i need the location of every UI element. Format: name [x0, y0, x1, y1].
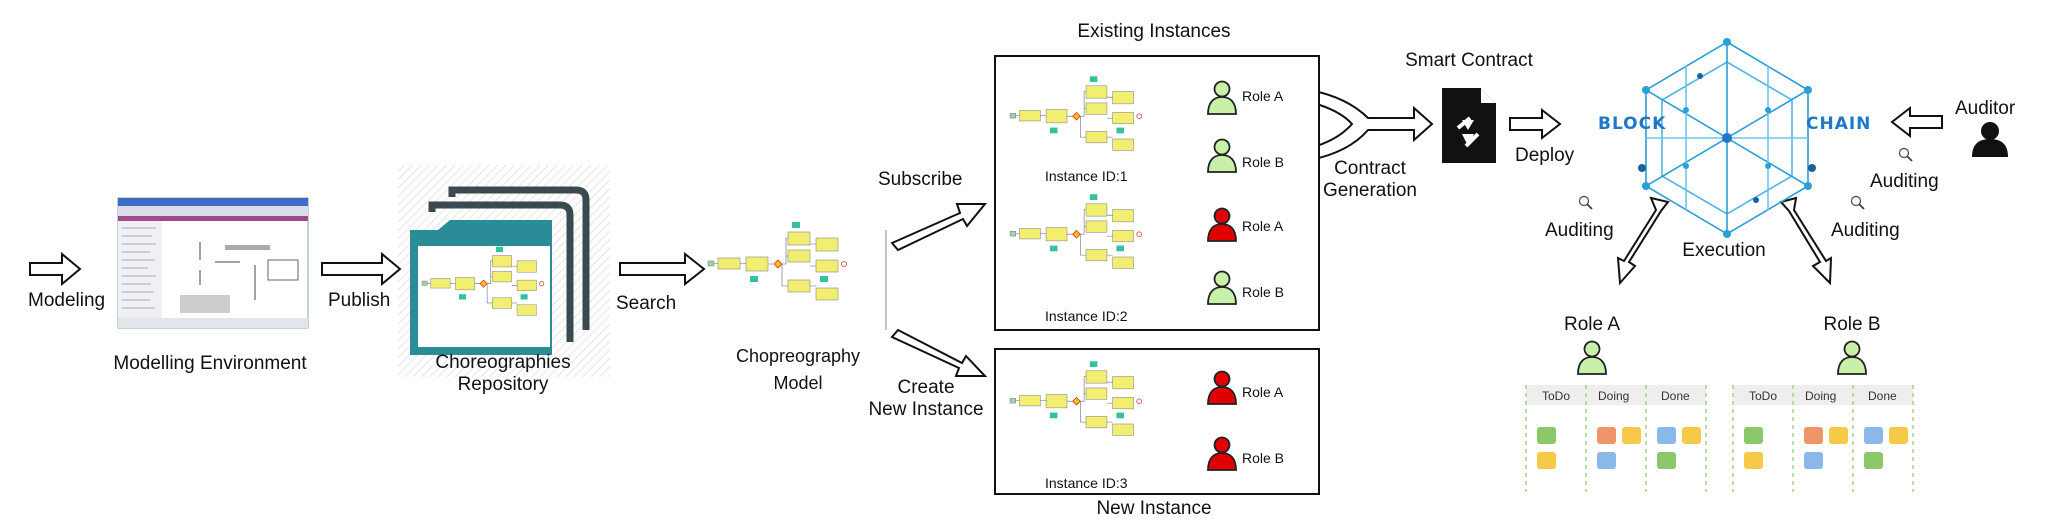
smart-contract-label: Smart Contract — [1405, 50, 1533, 71]
role-b-kanban-board — [1732, 385, 1914, 492]
instance1-role-b-label: Role B — [1242, 154, 1285, 170]
auditor-icon — [1972, 122, 2008, 157]
choreography-model-label: Chopreography Model — [735, 346, 861, 393]
modelling-environment-label: Modelling Environment — [113, 353, 307, 374]
auditor-arrow — [1890, 105, 1943, 139]
blockchain-network-icon — [1638, 38, 1816, 238]
role-b-magnifier-icon — [1850, 195, 1865, 210]
modeling-arrow — [29, 251, 82, 287]
auditor-magnifier-icon — [1898, 147, 1913, 162]
existing-instances-box — [994, 55, 1320, 331]
instance-1-id: Instance ID:1 — [1045, 168, 1128, 184]
instance-2-id: Instance ID:2 — [1045, 308, 1128, 324]
publish-label: Publish — [328, 290, 391, 311]
execution-label: Execution — [1682, 240, 1766, 261]
instance3-role-b-label: Role B — [1242, 450, 1285, 466]
contract-generation-arrow — [1309, 88, 1434, 162]
instance1-role-a-label: Role A — [1242, 88, 1284, 104]
smart-contract-icon — [1442, 88, 1496, 163]
role-a-blockchain-arrow — [1616, 196, 1670, 286]
role-a-icon — [1577, 340, 1607, 375]
role-b-col-doing: Doing — [1805, 389, 1837, 403]
instance3-role-a-label: Role A — [1242, 384, 1284, 400]
role-b-blockchain-arrow — [1779, 196, 1833, 286]
contract-generation-label: Contract Generation — [1322, 158, 1418, 201]
flow-arrows — [29, 88, 1943, 377]
deploy-label: Deploy — [1515, 145, 1575, 166]
instance2-role-a-label: Role A — [1242, 218, 1284, 234]
choreographies-repository — [398, 165, 610, 377]
role-a-col-done: Done — [1661, 389, 1690, 403]
role-a-magnifier-icon — [1578, 195, 1593, 210]
role-b-label: Role B — [1823, 314, 1881, 335]
role-a-kanban-board — [1525, 385, 1707, 492]
existing-instances-label: Existing Instances — [1077, 21, 1231, 42]
auditor-label: Auditor — [1955, 98, 2016, 119]
blockchain-block-word: BLOCK — [1598, 114, 1667, 134]
modelling-environment-screenshot — [117, 197, 309, 329]
create-arrow — [890, 328, 988, 377]
blockchain-chain-word: CHAIN — [1806, 114, 1872, 134]
role-b-col-todo: ToDo — [1749, 389, 1778, 403]
new-instance-box — [994, 348, 1320, 495]
deploy-arrow — [1509, 107, 1562, 141]
new-instance-label: New Instance — [1096, 498, 1212, 519]
search-arrow — [619, 251, 706, 287]
role-b-auditing-label: Auditing — [1831, 220, 1900, 241]
choreographies-repository-label: Choreographies Repository — [435, 352, 571, 395]
instance2-role-b-label: Role B — [1242, 284, 1285, 300]
create-new-instance-label: Create New Instance — [868, 377, 984, 420]
publish-arrow — [321, 251, 402, 287]
modeling-label: Modeling — [28, 290, 106, 311]
subscribe-label: Subscribe — [878, 169, 963, 190]
search-label: Search — [616, 293, 677, 314]
role-a-col-todo: ToDo — [1542, 389, 1571, 403]
role-a-label: Role A — [1564, 314, 1620, 335]
instance-3-id: Instance ID:3 — [1045, 475, 1128, 491]
role-b-col-done: Done — [1868, 389, 1897, 403]
subscribe-arrow — [890, 203, 988, 252]
role-a-auditing-label: Auditing — [1545, 220, 1614, 241]
role-b-icon — [1837, 340, 1867, 375]
choreography-model-diagram — [707, 221, 847, 301]
auditor-auditing-label: Auditing — [1870, 171, 1939, 192]
role-a-col-doing: Doing — [1598, 389, 1630, 403]
